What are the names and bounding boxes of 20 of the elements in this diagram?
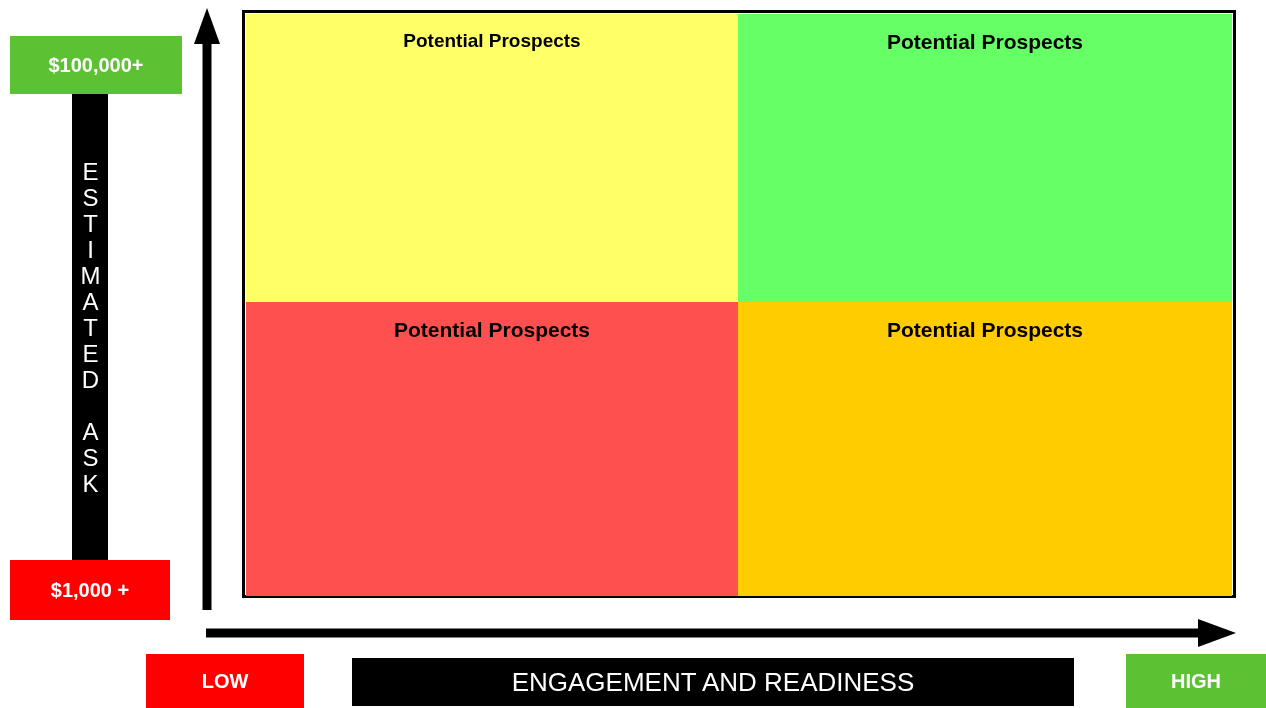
value-label: HIGH xyxy=(1171,669,1221,693)
axis-title: ENGAGEMENT AND READINESS xyxy=(511,666,915,698)
axis-title-bar xyxy=(352,658,1074,706)
quadrant-label: Potential Prospects xyxy=(886,30,1084,54)
quadrant-box xyxy=(246,14,738,302)
value-tag xyxy=(1126,654,1266,708)
quadrant-box xyxy=(246,302,738,596)
quadrant-box xyxy=(738,302,1232,596)
quadrant-label: Potential Prospects xyxy=(886,318,1084,342)
value-label: $1,000 + xyxy=(50,578,130,602)
axis-title-bar xyxy=(72,94,108,560)
value-label: $100,000+ xyxy=(48,53,144,77)
value-tag xyxy=(10,36,182,94)
quadrant-label: Potential Prospects xyxy=(393,318,591,342)
quadrant-label: Potential Prospects xyxy=(403,30,581,52)
value-tag xyxy=(10,560,170,620)
quadrant-box xyxy=(738,14,1232,302)
value-tag xyxy=(146,654,304,708)
axis-title: ESTIMATED ASK xyxy=(78,158,102,496)
value-label: LOW xyxy=(201,669,249,693)
